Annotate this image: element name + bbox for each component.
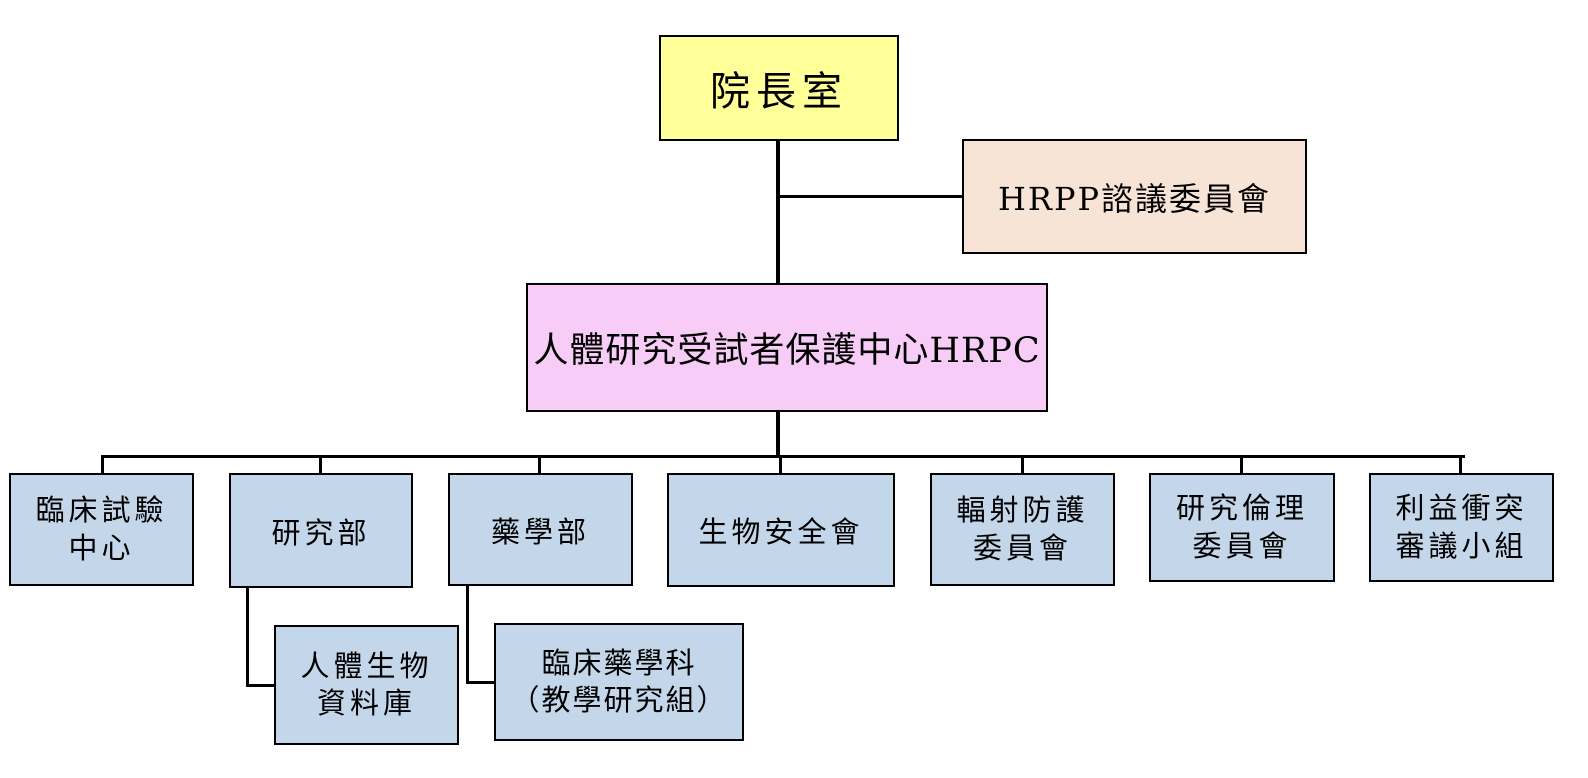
research-department-box: 研究部 (229, 473, 413, 588)
president-office-label: 院長室 (710, 69, 848, 115)
connector-drop-4 (779, 455, 782, 474)
unit-label-line: 臨床藥學科 (541, 645, 697, 680)
unit-label-line: 生物安全會 (698, 515, 864, 549)
connector-sub-1-horizontal (246, 684, 276, 687)
unit-label-line: 利益衝突 (1395, 491, 1528, 526)
unit-label-line: 人體生物 (300, 648, 433, 683)
connector-sub-2-horizontal (466, 681, 496, 684)
hrpc-center-label: 人體研究受試者保護中心HRPC (533, 331, 1041, 371)
connector-drop-2 (319, 455, 322, 474)
hrpp-advisory-committee-label: HRPP諮議委員會 (997, 179, 1272, 218)
connector-drop-5 (1021, 455, 1024, 474)
biosafety-committee-box: 生物安全會 (667, 473, 895, 587)
unit-label-line: 研究倫理 (1175, 491, 1308, 526)
connector-advisory (778, 195, 964, 198)
connector-sub-1-vertical (246, 586, 249, 687)
unit-label-line: 中心 (68, 530, 135, 565)
clinical-trial-center-box: 臨床試驗 中心 (9, 473, 194, 586)
connector-drop-6 (1240, 455, 1243, 474)
unit-label-line: 資料庫 (316, 686, 416, 720)
radiation-protection-committee-box: 輻射防護 委員會 (930, 473, 1115, 586)
hrpp-advisory-committee-box: HRPP諮議委員會 (962, 139, 1307, 254)
unit-label-line: 藥學部 (490, 514, 590, 549)
biobank-box: 人體生物 資料庫 (274, 625, 459, 745)
clinical-pharmacy-section-box: 臨床藥學科 （教學研究組） (494, 623, 744, 741)
unit-label-line: 研究部 (271, 515, 371, 550)
connector-drop-7 (1459, 455, 1462, 474)
connector-top-to-center (776, 139, 780, 284)
pharmacy-department-box: 藥學部 (448, 473, 633, 586)
president-office-box: 院長室 (659, 35, 899, 141)
unit-label-line: （教學研究組） (510, 683, 728, 717)
unit-label-line: 審議小組 (1395, 528, 1528, 563)
unit-label-line: 委員會 (1192, 528, 1292, 563)
connector-drop-3 (538, 455, 541, 474)
conflict-of-interest-panel-box: 利益衝突 審議小組 (1369, 473, 1554, 582)
unit-label-line: 臨床試驗 (35, 493, 168, 528)
unit-label-line: 委員會 (972, 530, 1072, 565)
connector-sub-2-vertical (466, 584, 469, 684)
connector-horizontal-bus (101, 455, 1465, 458)
unit-label-line: 輻射防護 (956, 493, 1089, 528)
hrpc-center-box: 人體研究受試者保護中心HRPC (526, 283, 1048, 412)
connector-center-down (776, 410, 780, 457)
connector-drop-1 (101, 455, 104, 474)
research-ethics-committee-box: 研究倫理 委員會 (1149, 473, 1335, 582)
